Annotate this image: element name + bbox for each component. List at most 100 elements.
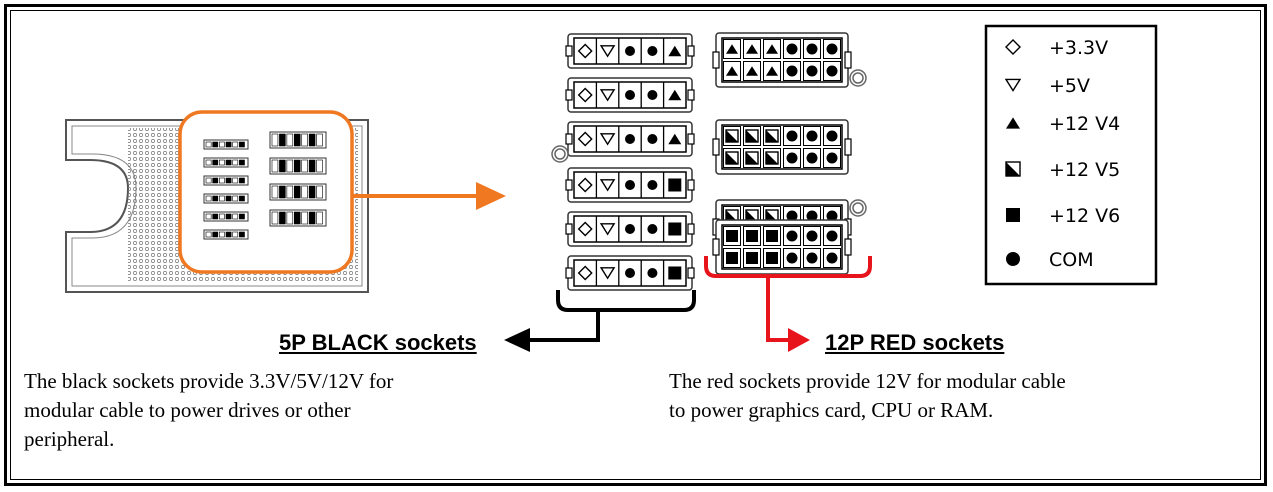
- half-square-icon: [1005, 161, 1021, 177]
- circle-filled-icon: [625, 46, 635, 56]
- diamond-outline-icon: [1005, 39, 1021, 55]
- inner-frame: [10, 10, 1261, 480]
- circle-filled-icon: [625, 224, 635, 234]
- circle-filled-icon: [1006, 252, 1020, 266]
- diamond-outline-icon: [577, 43, 593, 59]
- socket-5p: [565, 167, 695, 203]
- diamond-outline-icon: [577, 131, 593, 147]
- triangle-up-filled-icon: [668, 89, 682, 101]
- circle-filled-icon: [786, 230, 798, 242]
- half-square-icon: [765, 129, 779, 143]
- black-sockets-title: 5P BLACK sockets: [279, 330, 477, 355]
- half-square-icon: [725, 151, 739, 165]
- half-square-icon: [745, 151, 759, 165]
- mini-sockets: [203, 131, 327, 240]
- diamond-outline-icon: [577, 265, 593, 281]
- triangle-up-filled-icon: [1006, 117, 1020, 129]
- circle-filled-icon: [806, 230, 818, 242]
- circle-filled-icon: [786, 130, 798, 142]
- circle-filled-icon: [786, 152, 798, 164]
- half-square-icon: [765, 151, 779, 165]
- square-filled-icon: [668, 178, 682, 192]
- black-sockets-description: The black sockets provide 3.3V/5V/12V fo…: [24, 367, 624, 454]
- half-square-icon: [725, 129, 739, 143]
- triangle-up-filled-icon: [746, 66, 758, 76]
- triangle-down-outline-icon: [599, 267, 616, 280]
- red-sockets-title: 12P RED sockets: [825, 330, 1005, 355]
- triangle-up-filled-icon: [746, 44, 758, 54]
- square-filled-icon: [726, 252, 738, 264]
- circle-filled-icon: [806, 130, 818, 142]
- circle-filled-icon: [806, 252, 818, 264]
- red-desc-line: to power graphics card, CPU or RAM.: [669, 398, 994, 422]
- square-filled-icon: [668, 222, 682, 236]
- outer-frame: [4, 4, 1267, 486]
- circle-filled-icon: [625, 268, 635, 278]
- mounting-rings: [551, 69, 867, 217]
- square-filled-icon: [1006, 208, 1020, 222]
- triangle-up-filled-icon: [766, 44, 778, 54]
- circle-filled-icon: [826, 210, 838, 222]
- circle-filled-icon: [786, 252, 798, 264]
- circle-filled-icon: [647, 268, 658, 278]
- mini-socket: [203, 175, 249, 186]
- triangle-up-filled-icon: [726, 66, 738, 76]
- circle-filled-icon: [826, 130, 838, 142]
- socket-12p: [712, 119, 852, 175]
- red-sockets-column: [712, 32, 852, 275]
- mini-socket: [203, 157, 249, 168]
- circle-filled-icon: [806, 210, 818, 222]
- circle-filled-icon: [806, 65, 818, 77]
- black-bracket: [530, 290, 696, 342]
- psu-panel: [65, 110, 369, 293]
- socket-5p: [565, 121, 695, 157]
- black-arrowhead: [504, 328, 530, 352]
- square-filled-icon: [746, 252, 758, 264]
- legend-label: +3.3V: [1049, 37, 1108, 59]
- diamond-outline-icon: [577, 221, 593, 237]
- red-desc-line: The red sockets provide 12V for modular …: [669, 369, 1066, 393]
- circle-filled-icon: [786, 65, 798, 77]
- black-desc-line: The black sockets provide 3.3V/5V/12V fo…: [24, 369, 394, 393]
- triangle-down-outline-icon: [599, 45, 616, 58]
- circle-filled-icon: [647, 90, 658, 100]
- mini-socket: [269, 183, 327, 201]
- mini-socket: [203, 193, 249, 204]
- mini-socket: [203, 139, 249, 150]
- square-filled-icon: [766, 252, 778, 264]
- triangle-down-outline-icon: [599, 223, 616, 236]
- triangle-down-outline-icon: [599, 89, 616, 102]
- legend-label: +12 V6: [1049, 205, 1120, 227]
- circle-filled-icon: [647, 46, 658, 56]
- socket-12p: [712, 32, 852, 88]
- mini-socket: [269, 131, 327, 149]
- black-desc-line: peripheral.: [24, 427, 115, 451]
- square-filled-icon: [726, 230, 738, 242]
- square-filled-icon: [766, 230, 778, 242]
- black-sockets-column: [565, 33, 695, 291]
- legend-label: COM: [1049, 249, 1094, 271]
- circle-filled-icon: [625, 134, 635, 144]
- circle-filled-icon: [806, 43, 818, 55]
- triangle-up-filled-icon: [726, 44, 738, 54]
- circle-filled-icon: [786, 210, 798, 222]
- legend-label: +12 V4: [1049, 113, 1120, 135]
- circle-filled-icon: [826, 230, 838, 242]
- socket-5p: [565, 33, 695, 69]
- black-desc-line: modular cable to power drives or other: [24, 398, 351, 422]
- circle-filled-icon: [806, 152, 818, 164]
- socket-5p: [565, 255, 695, 291]
- socket-5p: [565, 211, 695, 247]
- diamond-outline-icon: [577, 87, 593, 103]
- mini-socket: [203, 211, 249, 222]
- legend-label: +12 V5: [1049, 159, 1120, 181]
- red-bracket: [704, 256, 872, 342]
- circle-filled-icon: [826, 152, 838, 164]
- socket-5p: [565, 77, 695, 113]
- circle-filled-icon: [625, 90, 635, 100]
- triangle-up-filled-icon: [668, 133, 682, 145]
- circle-filled-icon: [826, 43, 838, 55]
- mini-socket: [269, 209, 327, 227]
